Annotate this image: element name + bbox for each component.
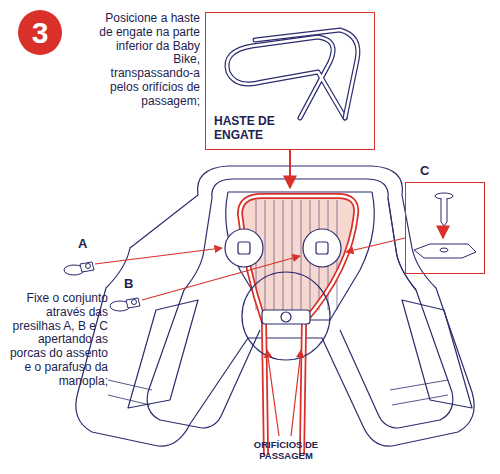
instruction-text: ORIFÍCIOS DE PASSAGEM bbox=[238, 440, 334, 462]
callout-letter: A bbox=[78, 236, 94, 251]
callout-letter: B bbox=[124, 276, 140, 291]
part-name: HASTE DE ENGATE bbox=[214, 115, 292, 143]
clamp-part-a bbox=[64, 262, 94, 275]
detail-box: C bbox=[405, 182, 485, 274]
instruction-text: Fixe o conjunto através das presilhas A,… bbox=[4, 292, 108, 389]
clamp-part-c bbox=[414, 193, 476, 258]
part-name: C bbox=[420, 163, 429, 178]
step-number: 3 bbox=[18, 10, 62, 55]
step-number-text: 3 bbox=[32, 16, 49, 50]
seat-shell bbox=[76, 166, 474, 446]
haste-figure bbox=[227, 30, 358, 118]
part-box: HASTE DE ENGATE bbox=[205, 12, 375, 150]
instruction-text: Posicione a haste de engate na parte inf… bbox=[92, 12, 200, 109]
clamp-holes bbox=[225, 229, 341, 360]
clamp-part-b bbox=[110, 298, 140, 311]
leader-lines bbox=[95, 150, 405, 436]
